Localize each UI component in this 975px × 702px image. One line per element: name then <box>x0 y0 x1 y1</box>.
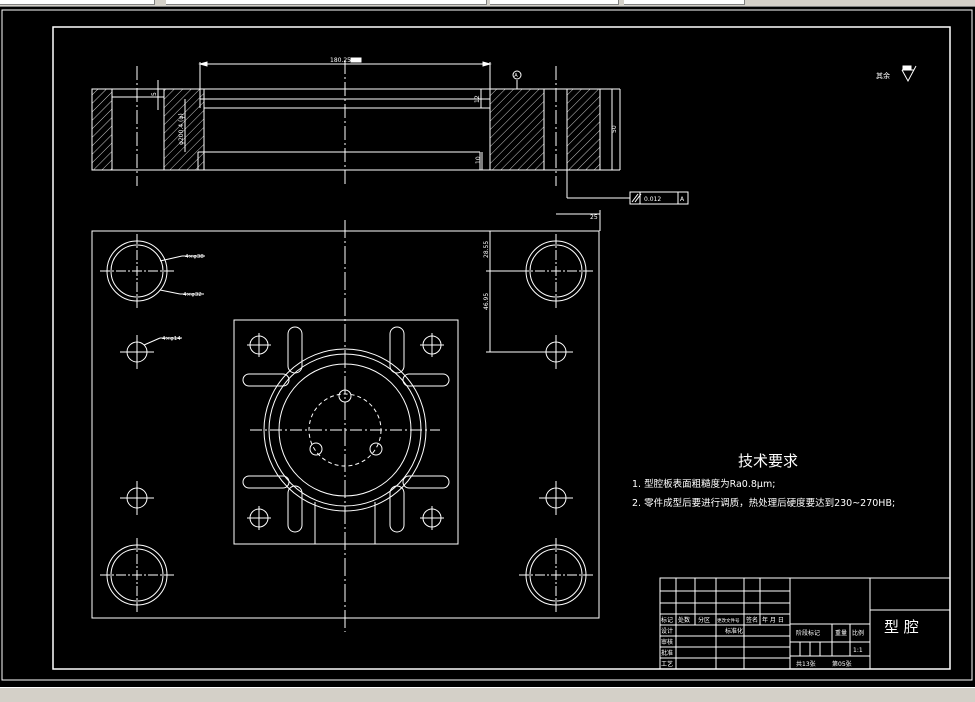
tolerance-datum: A <box>680 196 685 203</box>
tb-row-process: 工艺 <box>661 660 673 668</box>
title-block <box>659 577 951 670</box>
dimension-highlight <box>350 57 362 63</box>
tb-header-6: 年 月 日 <box>762 616 784 624</box>
hatch-block <box>566 88 601 171</box>
tb-sheet-total: 共13张 <box>796 660 816 668</box>
toolbar-segment[interactable] <box>490 0 619 5</box>
dim-vertical-left: φ200.4 (φ) <box>178 113 185 145</box>
tech-item-1: 1. 型腔板表面粗糙度为Ra0.8μm; <box>632 478 775 490</box>
tb-header-2: 处数 <box>678 616 690 624</box>
cad-canvas[interactable]: 180.25 A 5 φ200.4 (φ) 12 10 50 0.012 A 其… <box>0 7 975 687</box>
tb-header-5: 签名 <box>746 616 758 624</box>
tb-row-review: 审核 <box>661 638 673 646</box>
outer-frame <box>1 9 973 681</box>
tb-scale-value: 1:1 <box>853 647 863 654</box>
plan-view <box>91 210 601 632</box>
cavity-insert <box>233 319 459 545</box>
dim-46-95: 46.95 <box>483 293 490 310</box>
screw-hole <box>539 481 573 515</box>
corner-hole <box>100 234 174 308</box>
tolerance-value: 0.012 <box>644 196 661 203</box>
drawing-svg: 180.25 A 5 φ200.4 (φ) 12 10 50 0.012 A 其… <box>1 9 973 681</box>
corner-hole <box>519 234 593 308</box>
hatch-block <box>163 88 205 171</box>
tb-scale-label: 比例 <box>852 629 864 637</box>
datum-marker-label: A <box>514 73 518 79</box>
dim-25: 25 <box>590 214 598 221</box>
roughness-note: 其余 <box>876 71 890 80</box>
roughness-symbol <box>901 65 917 83</box>
toolbar-segment[interactable] <box>166 0 487 5</box>
inner-frame <box>52 26 951 670</box>
screw-hole <box>120 335 154 369</box>
toolbar-segment[interactable] <box>0 0 155 5</box>
dim-5: 5 <box>151 92 158 96</box>
tech-item-2: 2. 零件成型后要进行调质，热处理后硬度要达到230~270HB; <box>632 497 895 509</box>
tb-header-4: 更改文件号 <box>717 617 740 624</box>
tb-row-design: 设计 <box>661 627 673 635</box>
toolbar-segment[interactable] <box>624 0 745 5</box>
tb-extra: 批准 <box>661 649 673 657</box>
dim-top-width: 180.25 <box>330 57 351 64</box>
top-toolbar <box>0 0 975 7</box>
hole-label-c: 4×φ14 <box>162 336 181 342</box>
corner-hole <box>100 538 174 612</box>
tb-header-3: 分区 <box>698 616 710 624</box>
tb-header-1: 标记 <box>661 616 673 624</box>
dim-12: 12 <box>474 95 481 103</box>
hatch-block <box>489 88 545 171</box>
tb-weight-label: 重量 <box>835 629 847 637</box>
corner-hole <box>519 538 593 612</box>
part-name: 型 腔 <box>884 618 919 636</box>
tb-sheet-no: 第05张 <box>832 660 852 668</box>
hole-label-b: 4×φ32 <box>183 292 202 298</box>
tb-standardization: 标准化 <box>725 627 743 635</box>
tech-title: 技术要求 <box>738 452 798 470</box>
dim-50: 50 <box>611 125 618 133</box>
status-bar <box>0 687 975 702</box>
hole-label-a: 4×φ38 <box>185 254 204 260</box>
section-view <box>91 57 689 205</box>
tb-stage-label: 阶段标记 <box>796 629 820 637</box>
hatch-block <box>91 88 113 171</box>
dim-28-55: 28.55 <box>483 241 490 258</box>
screw-hole <box>120 481 154 515</box>
dim-10: 10 <box>475 156 482 164</box>
